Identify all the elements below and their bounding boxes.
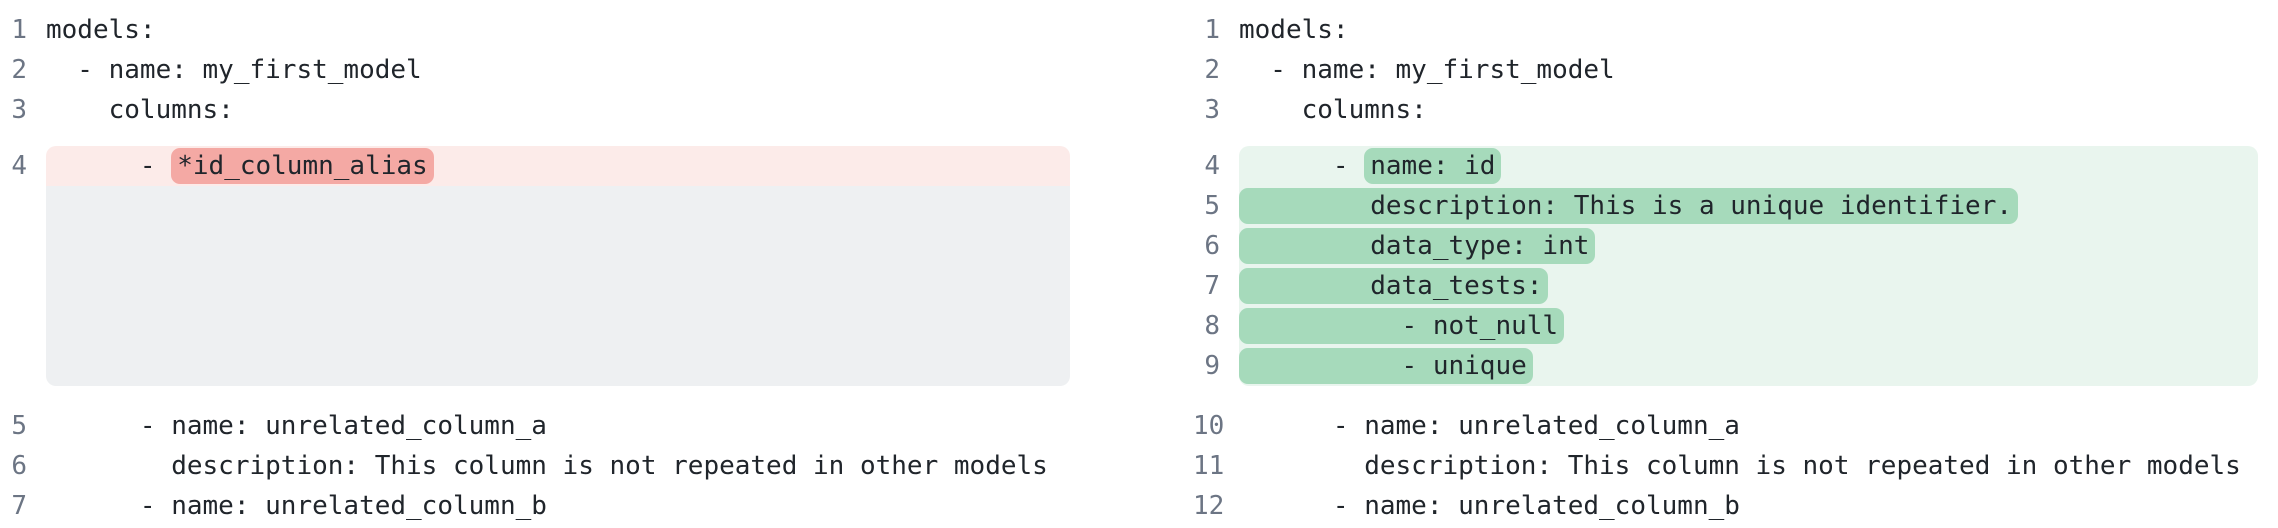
code-line-added: 6 data_type: int (1193, 226, 2278, 266)
code-text: - name: my_first_model (46, 55, 422, 85)
code-line-added: 5 description: This is a unique identifi… (1193, 186, 2278, 226)
added-token: data_tests: (1239, 268, 1549, 304)
code-text: description: This is a unique identifier… (1239, 186, 2258, 226)
line-number: 1 (1204, 15, 1220, 45)
code-line: 2 - name: my_first_model (1193, 50, 2278, 90)
code-line: 11 description: This column is not repea… (1193, 446, 2278, 486)
code-text: - name: unrelated_column_a (46, 411, 547, 441)
code-text: models: (46, 15, 156, 45)
added-token: - not_null (1239, 308, 1565, 344)
code-line: 3 columns: (1193, 90, 2278, 130)
line-number: 6 (11, 451, 27, 481)
code-line-added: 8 - not_null (1193, 306, 2278, 346)
code-line-added: 4 - name: id (1193, 146, 2278, 186)
code-line: 7 - name: unrelated_column_b (0, 486, 1090, 526)
code-text: data_tests: (1239, 266, 2258, 306)
line-number: 6 (1204, 231, 1220, 261)
code-text: - *id_column_alias (46, 146, 1070, 186)
added-block: 4 - name: id 5 description: This is a un… (1193, 146, 2278, 386)
code-text: - name: unrelated_column_a (1239, 411, 1740, 441)
code-line: 5 - name: unrelated_column_a (0, 406, 1090, 446)
code-line: 2 - name: my_first_model (0, 50, 1090, 90)
code-line: 1 models: (0, 10, 1090, 50)
line-number: 12 (1193, 491, 1225, 521)
code-text: - unique (1239, 346, 2258, 386)
code-line: 1 models: (1193, 10, 2278, 50)
line-number: 9 (1204, 351, 1220, 381)
code-line: 3 columns: (0, 90, 1090, 130)
code-text: description: This column is not repeated… (1239, 451, 2241, 481)
code-text: models: (1239, 15, 1349, 45)
added-token: - unique (1239, 348, 1533, 384)
line-number: 2 (1204, 55, 1220, 85)
code-text: - name: id (1239, 146, 2258, 186)
code-line-added: 7 data_tests: (1193, 266, 2278, 306)
code-line: 6 description: This column is not repeat… (0, 446, 1090, 486)
code-text: - name: my_first_model (1239, 55, 1615, 85)
code-text: - name: unrelated_column_b (1239, 491, 1740, 521)
line-number: 3 (1204, 95, 1220, 125)
code-prefix: - (46, 151, 172, 181)
code-text: description: This column is not repeated… (46, 451, 1048, 481)
line-number: 5 (1204, 191, 1220, 221)
line-number: 7 (11, 491, 27, 521)
line-number: 3 (11, 95, 27, 125)
line-number: 1 (11, 15, 27, 45)
code-text: - not_null (1239, 306, 2258, 346)
code-line: 12 - name: unrelated_column_b (1193, 486, 2278, 526)
code-text: columns: (1239, 95, 1427, 125)
line-number: 7 (1204, 271, 1220, 301)
code-panel-after: 1 models: 2 - name: my_first_model 3 col… (1193, 10, 2278, 526)
code-text: data_type: int (1239, 226, 2258, 266)
code-text: - name: unrelated_column_b (46, 491, 547, 521)
added-token: name: id (1364, 148, 1502, 184)
line-number: 4 (1204, 151, 1220, 181)
line-number: 8 (1204, 311, 1220, 341)
removed-block: 4 - *id_column_alias (0, 146, 1090, 386)
code-text: columns: (46, 95, 234, 125)
code-line: 10 - name: unrelated_column_a (1193, 406, 2278, 446)
line-number: 2 (11, 55, 27, 85)
code-line-added: 9 - unique (1193, 346, 2278, 386)
line-number: 4 (11, 151, 27, 181)
removed-token: *id_column_alias (171, 148, 434, 184)
added-token: data_type: int (1239, 228, 1596, 264)
line-number: 5 (11, 411, 27, 441)
collapsed-lines-spacer (46, 186, 1070, 386)
code-prefix: - (1239, 151, 1365, 181)
code-line-removed: 4 - *id_column_alias (0, 146, 1090, 186)
added-token: description: This is a unique identifier… (1239, 188, 2019, 224)
code-panel-before: 1 models: 2 - name: my_first_model 3 col… (0, 10, 1090, 526)
line-number: 10 (1193, 411, 1225, 441)
line-number: 11 (1193, 451, 1225, 481)
